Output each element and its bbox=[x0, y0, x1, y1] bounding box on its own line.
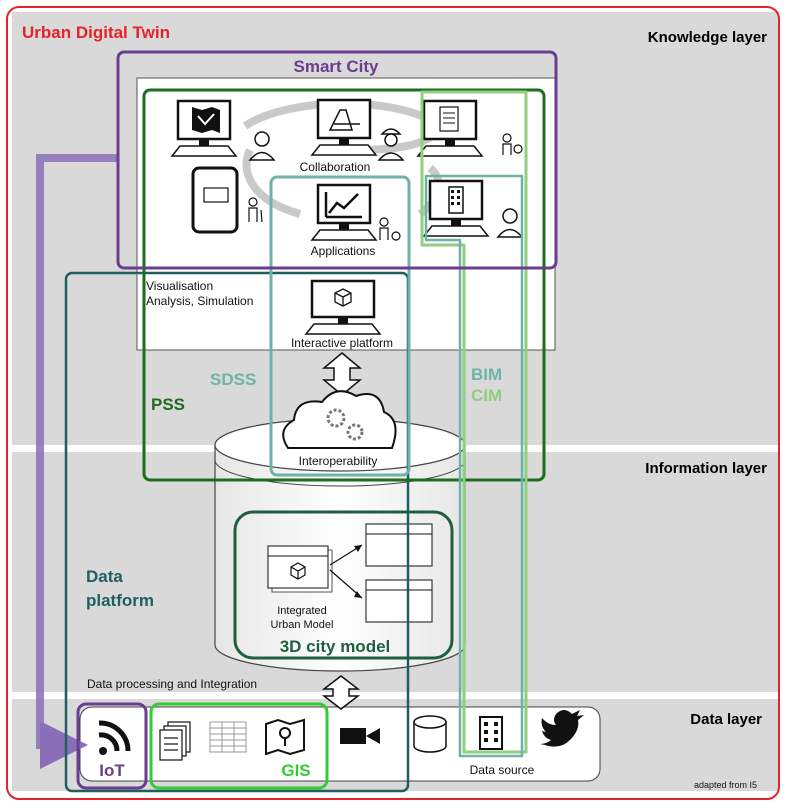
iot-title: IoT bbox=[99, 761, 125, 780]
twitter-bird-icon bbox=[540, 710, 584, 747]
monitor-dam bbox=[310, 98, 378, 156]
data-platform-title-line2: platform bbox=[86, 591, 154, 610]
analysis-simulation-label: Analysis, Simulation bbox=[146, 294, 253, 308]
smart-city-frame bbox=[116, 50, 558, 270]
pss-title: PSS bbox=[151, 395, 185, 414]
cloud-gears-icon bbox=[282, 390, 397, 449]
adapted-from-label: adapted from I5 bbox=[694, 780, 757, 790]
monitor-chart bbox=[310, 183, 378, 241]
bim-frame bbox=[420, 90, 528, 754]
information-layer-label: Information layer bbox=[645, 460, 767, 477]
urban-model-label: Urban Model bbox=[271, 619, 334, 631]
integrated-label: Integrated bbox=[277, 605, 327, 617]
map-icon bbox=[192, 107, 220, 133]
data-source-label: Data source bbox=[470, 763, 535, 777]
city-model-title: 3D city model bbox=[280, 637, 391, 656]
data-platform-frame bbox=[64, 271, 410, 793]
pss-frame bbox=[142, 88, 546, 482]
planner-icon bbox=[502, 133, 523, 155]
sdss-frame bbox=[269, 175, 411, 477]
elderly-icon bbox=[248, 197, 263, 223]
urban-digital-twin-title: Urban Digital Twin bbox=[22, 23, 170, 42]
data-platform-title-line1: Data bbox=[86, 567, 123, 586]
cim-frame bbox=[424, 174, 524, 758]
collaboration-label: Collaboration bbox=[300, 160, 371, 174]
rss-icon bbox=[98, 720, 131, 755]
gis-title: GIS bbox=[281, 761, 310, 780]
expert-icon bbox=[496, 208, 524, 238]
video-camera-icon bbox=[340, 728, 380, 744]
iot-frame bbox=[76, 702, 148, 790]
bim-title: BIM bbox=[471, 365, 502, 384]
sdss-title: SDSS bbox=[210, 370, 256, 389]
city-model-frame bbox=[233, 510, 454, 660]
building-icon bbox=[448, 186, 464, 214]
cim-title: CIM bbox=[471, 386, 502, 405]
documents-icon bbox=[159, 721, 191, 761]
monitor-cube bbox=[304, 279, 382, 335]
chart-icon bbox=[324, 192, 362, 219]
worker-icon bbox=[377, 128, 405, 161]
integrated-model-diagram bbox=[267, 523, 433, 623]
data-processing-label: Data processing and Integration bbox=[87, 677, 257, 691]
tablet-icon bbox=[191, 166, 239, 234]
table-icon bbox=[209, 721, 247, 753]
gis-frame bbox=[149, 702, 329, 790]
cube-icon bbox=[290, 562, 306, 580]
monitor-documents bbox=[416, 99, 484, 157]
analyst-icon bbox=[379, 217, 401, 241]
knowledge-layer-label: Knowledge layer bbox=[648, 29, 767, 46]
interoperability-label: Interoperability bbox=[299, 454, 378, 468]
building-icon bbox=[479, 716, 503, 750]
monitor-map bbox=[170, 99, 238, 157]
map-pin-icon bbox=[265, 718, 305, 756]
document-icon bbox=[439, 106, 459, 132]
applications-label: Applications bbox=[311, 244, 376, 258]
iot-feedback-arrow bbox=[36, 154, 118, 769]
interactive-platform-label: Interactive platform bbox=[291, 336, 393, 350]
visualisation-label: Visualisation bbox=[146, 279, 213, 293]
dam-icon bbox=[328, 109, 360, 131]
cube-icon bbox=[334, 288, 352, 307]
urban-digital-twin-frame bbox=[6, 6, 780, 800]
data-processing-arrow bbox=[321, 675, 361, 710]
monitor-building bbox=[422, 179, 490, 237]
smart-city-title: Smart City bbox=[293, 57, 379, 76]
database-icon bbox=[413, 715, 447, 753]
data-layer-label: Data layer bbox=[690, 711, 762, 728]
user-icon bbox=[248, 131, 276, 161]
